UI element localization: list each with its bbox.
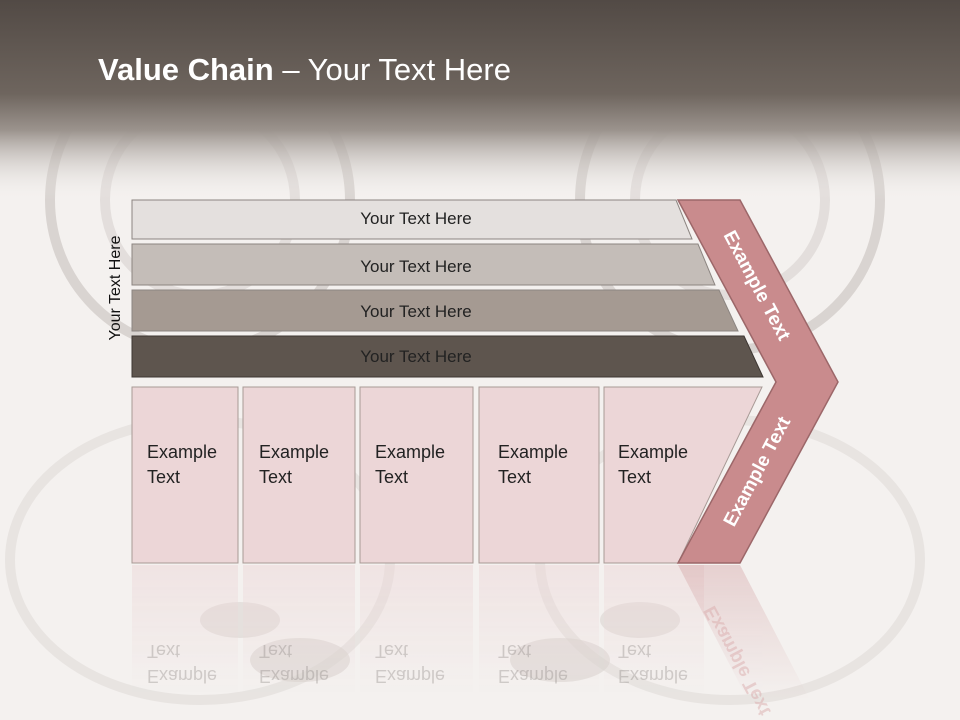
box-reflection-5: Example Text <box>618 638 688 688</box>
bar-1 <box>131 199 693 240</box>
box-reflection-3: Example Text <box>375 638 445 688</box>
bar-4 <box>131 335 764 378</box>
box-label-4: Example Text <box>498 440 568 490</box>
box-label-1-line2: Text <box>147 467 181 487</box>
box-reflection-3-line1: Example <box>375 666 446 686</box>
bar-label-4: Your Text Here <box>360 347 472 366</box>
bar-label-3: Your Text Here <box>360 302 472 321</box>
box-4 <box>478 386 600 564</box>
title-bold: Value Chain <box>98 52 274 87</box>
box-reflection-2: Example Text <box>259 638 329 688</box>
bar-3 <box>131 289 739 332</box>
slide-title: Value Chain – Your Text Here <box>98 52 511 88</box>
box-label-5-line1: Example <box>618 442 689 462</box>
box-label-4-line1: Example <box>498 442 569 462</box>
box-label-2-line1: Example <box>259 442 330 462</box>
box-reflection-4: Example Text <box>498 638 568 688</box>
box-reflection-5-line2: Text <box>618 641 652 661</box>
box-label-3: Example Text <box>375 440 445 490</box>
bar-label-1: Your Text Here <box>360 209 472 228</box>
box-reflection-2-line2: Text <box>259 641 293 661</box>
box-2 <box>242 386 356 564</box>
bar-2 <box>131 243 716 286</box>
box-reflection-3-line2: Text <box>375 641 409 661</box>
box-reflection-1: Example Text <box>147 638 217 688</box>
box-label-3-line1: Example <box>375 442 446 462</box>
box-reflection-2-line1: Example <box>259 666 330 686</box>
box-label-4-line2: Text <box>498 467 532 487</box>
box-3 <box>359 386 474 564</box>
box-label-3-line2: Text <box>375 467 409 487</box>
box-reflection-4-line2: Text <box>498 641 532 661</box>
box-reflection-1-line2: Text <box>147 641 181 661</box>
box-1 <box>131 386 239 564</box>
box-label-2-line2: Text <box>259 467 293 487</box>
box-reflection-5-line1: Example <box>618 666 689 686</box>
reflection-group <box>132 565 810 700</box>
box-label-5: Example Text <box>618 440 688 490</box>
box-reflection-4-line1: Example <box>498 666 569 686</box>
box-label-5-line2: Text <box>618 467 652 487</box>
box-reflection-1-line1: Example <box>147 666 218 686</box>
bar-label-2: Your Text Here <box>360 257 472 276</box>
box-label-1: Example Text <box>147 440 217 490</box>
chevron-arrow <box>676 199 839 564</box>
title-rest: – Your Text Here <box>273 52 511 87</box>
box-label-1-line1: Example <box>147 442 218 462</box>
box-label-2: Example Text <box>259 440 329 490</box>
